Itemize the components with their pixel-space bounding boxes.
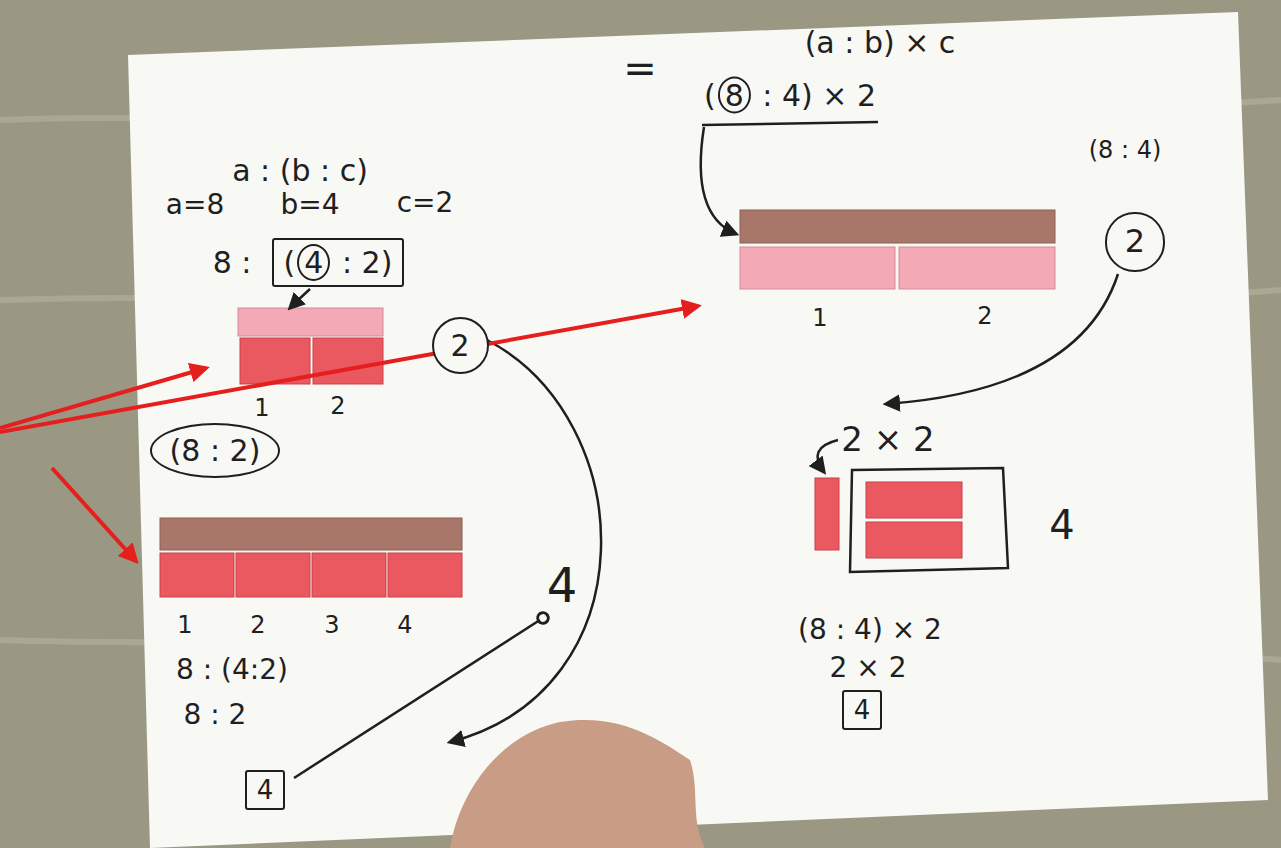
count-number: 2	[977, 303, 992, 329]
expression-ellipse: (8 : 2)	[150, 423, 281, 478]
answer-box: 4	[842, 690, 883, 731]
count-number: 1	[254, 395, 269, 421]
count-number: 4	[397, 612, 412, 638]
equation-text: 8 : (4:2)	[176, 655, 288, 686]
count-number: 3	[324, 612, 339, 638]
annotation-arrow	[0, 306, 698, 432]
pen-arrow	[701, 127, 736, 234]
value-label: b=4	[280, 190, 339, 221]
hand	[450, 720, 705, 848]
equation-text: (8 : 4) × 2	[704, 77, 876, 114]
underline	[702, 122, 878, 125]
equation-text: (8 : 4)	[1089, 137, 1162, 163]
node-text: 4	[854, 696, 871, 725]
red-piece	[866, 482, 962, 518]
pink-piece	[899, 247, 1055, 289]
equation-text: 2 × 2	[841, 421, 934, 458]
red-piece	[815, 478, 839, 550]
pink-piece	[740, 247, 895, 289]
count-number: 2	[250, 612, 265, 638]
circled-digit: 8	[718, 77, 751, 114]
group-outline	[850, 468, 1008, 572]
equals-sign: =	[623, 46, 657, 90]
text-part: : 4) × 2	[753, 78, 876, 113]
result-circle: 2	[1105, 212, 1164, 271]
value-label: a=8	[166, 190, 224, 221]
annotation-arrow	[52, 468, 136, 561]
annotation-arrow	[0, 368, 206, 428]
node-text: 4	[257, 776, 274, 805]
brown-bar	[740, 210, 1055, 243]
result-circle: 2	[432, 317, 489, 374]
pen-arrow	[290, 289, 310, 308]
pen-arrow	[450, 340, 601, 742]
equation-text: (8 : 4) × 2	[798, 615, 942, 646]
expression-box: (4 : 2)	[272, 238, 405, 287]
pen-arrow	[886, 274, 1118, 404]
red-piece	[388, 553, 462, 597]
node-text: 2	[450, 329, 469, 362]
count-number: 1	[177, 612, 192, 638]
brown-bar	[160, 518, 462, 550]
circled-digit: 4	[297, 244, 330, 281]
equation-text: (a : b) × c	[805, 26, 956, 59]
node-text: (4 : 2)	[284, 244, 393, 281]
answer-box: 4	[245, 770, 286, 811]
pink-bar	[238, 308, 383, 336]
node-text: 2	[1125, 224, 1145, 259]
pen-arrow	[818, 440, 838, 472]
red-piece	[160, 553, 234, 597]
count-number: 2	[330, 393, 345, 419]
result-number: 4	[1049, 503, 1074, 547]
equation-text: 8 :	[213, 246, 252, 279]
node-text: (8 : 2)	[170, 434, 261, 467]
equation-text: 2 × 2	[830, 653, 907, 684]
equation-text: a : (b : c)	[232, 154, 368, 187]
text-part: (	[704, 78, 716, 113]
red-piece	[236, 553, 310, 597]
text-part: : 2)	[332, 245, 392, 280]
equation-text: 8 : 2	[184, 700, 247, 731]
red-piece	[866, 522, 962, 558]
result-number: 4	[547, 559, 578, 612]
count-number: 1	[812, 305, 827, 331]
paper-sheet	[128, 12, 1268, 848]
value-label: c=2	[397, 188, 454, 219]
red-piece	[312, 553, 386, 597]
text-part: (	[284, 245, 296, 280]
red-piece	[313, 338, 383, 384]
